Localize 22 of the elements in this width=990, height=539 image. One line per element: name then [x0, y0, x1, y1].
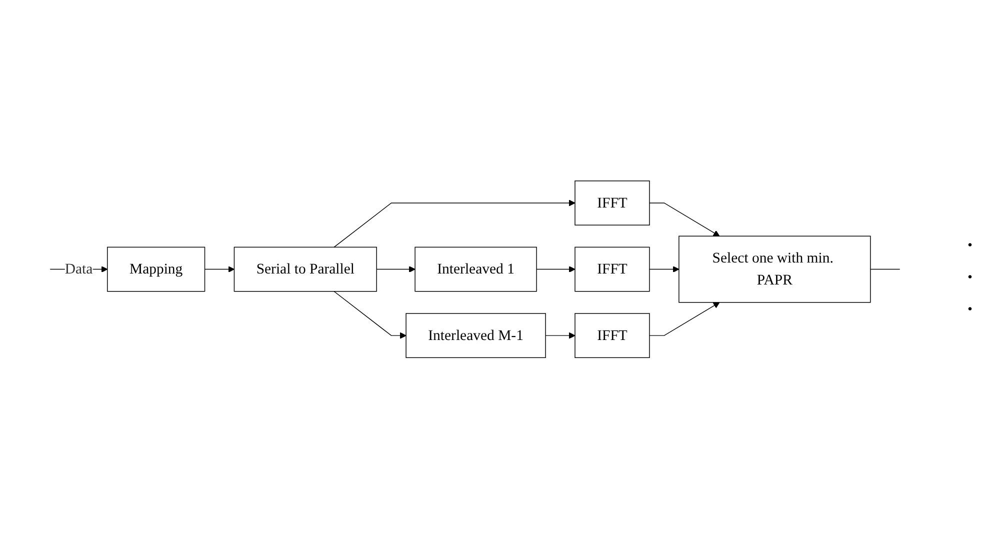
arrow [376, 266, 416, 273]
node-box: IFFT [574, 247, 650, 292]
arrow [536, 266, 576, 273]
node-box: Select one with min. PAPR [678, 236, 871, 303]
arrow [204, 266, 235, 273]
node-box: Interleaved 1 [414, 247, 537, 292]
arrow [649, 202, 720, 237]
arrow [334, 200, 576, 248]
node-box: Serial to Parallel [234, 247, 377, 292]
edge-label: Data [64, 261, 93, 278]
connector [870, 269, 900, 270]
node-box: Interleaved M-1 [406, 313, 546, 358]
arrow [649, 302, 720, 336]
arrow [649, 266, 680, 273]
node-box: IFFT [574, 313, 650, 358]
arrow [334, 291, 406, 340]
node-box: IFFT [574, 180, 650, 226]
arrow [545, 332, 576, 340]
node-box: Mapping [107, 247, 206, 292]
ellipsis-dot: . [966, 254, 974, 286]
ellipsis-dot: . [966, 222, 974, 254]
ellipsis-dot: . [966, 286, 974, 318]
